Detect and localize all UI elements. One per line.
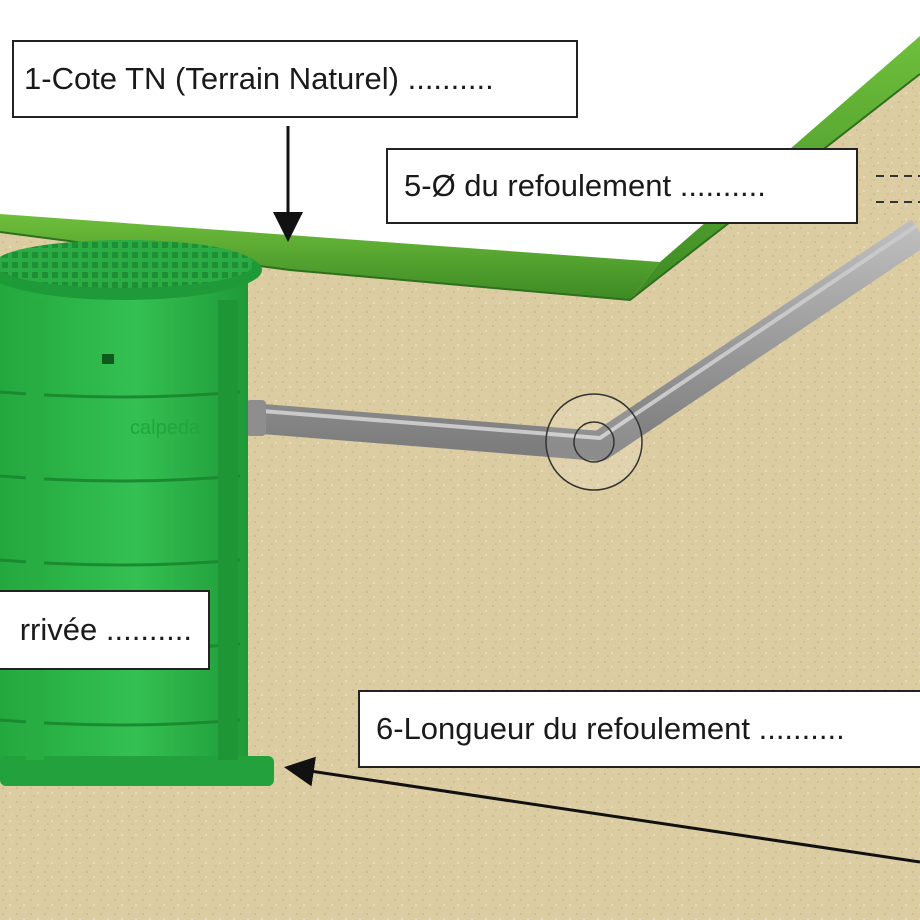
label-discharge-length-text: 6-Longueur du refoulement .......... — [376, 711, 845, 746]
tank-brand: calpeda — [130, 417, 201, 439]
label-discharge-diameter-text: 5-Ø du refoulement .......... — [404, 168, 766, 203]
tank-side-band-left — [26, 300, 44, 760]
discharge-pipe-highlight — [249, 224, 918, 440]
label-discharge-length: 6-Longueur du refoulement .......... — [358, 690, 920, 768]
pipe-coupling — [246, 400, 266, 436]
label-discharge-diameter: 5-Ø du refoulement .......... — [386, 148, 858, 224]
elbow-detail-circle — [545, 393, 643, 491]
label-ground-level: 1-Cote TN (Terrain Naturel) .......... — [12, 40, 578, 118]
tank-vent — [102, 354, 114, 364]
discharge-pipe — [248, 219, 920, 461]
elbow-detail-ring — [573, 421, 615, 463]
tank-base — [0, 756, 274, 786]
arrow-to-tank-base — [284, 756, 920, 864]
lifting-station-tank: calpeda — [0, 240, 274, 786]
label-inlet-text: rrivée .......... — [19, 612, 192, 647]
tank-grate-lid — [0, 240, 254, 288]
label-ground-level-text: 1-Cote TN (Terrain Naturel) .......... — [24, 61, 494, 96]
tank-side-band-right — [218, 300, 238, 760]
label-inlet: rrivée .......... — [0, 590, 210, 670]
grass-top-left — [0, 214, 660, 300]
